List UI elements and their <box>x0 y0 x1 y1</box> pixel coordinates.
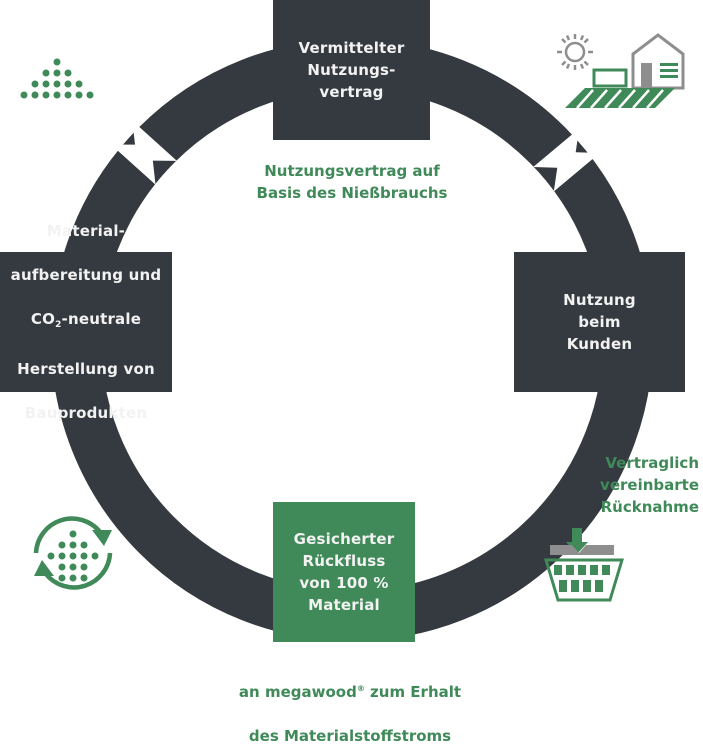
step-box-return: Gesicherter Rückfluss von 100 % Material <box>273 502 415 642</box>
dot-pyramid-icon <box>20 58 94 99</box>
sun-icon <box>557 34 593 70</box>
step-box-production: Material- aufbereitung und CO2-neutrale … <box>0 222 172 422</box>
house-sun-field-icon <box>557 33 685 109</box>
step-label-production: Material- aufbereitung und CO2-neutrale … <box>10 222 162 422</box>
step-box-usage: Nutzung beim Kunden <box>514 252 685 392</box>
caption-return-agreement: Vertraglich vereinbarte Rücknahme <box>600 454 699 516</box>
ring-separator-top-left <box>110 120 177 185</box>
step-label-usage: Nutzung beim Kunden <box>563 291 636 353</box>
recycle-dots-icon <box>33 516 113 590</box>
caption-contract-basis: Nutzungsvertrag auf Basis des Nießbrauch… <box>256 162 448 202</box>
caption-material-flow: an megawood® zum Erhalt des Materialstof… <box>238 683 462 745</box>
basket-arrow-icon <box>544 528 624 602</box>
step-label-contract: Vermittelter Nutzungs- vertrag <box>298 39 405 101</box>
step-box-contract: Vermittelter Nutzungs- vertrag <box>273 0 430 140</box>
step-label-return: Gesicherter Rückfluss von 100 % Material <box>293 530 395 614</box>
ring-separator-top-right <box>533 128 600 192</box>
